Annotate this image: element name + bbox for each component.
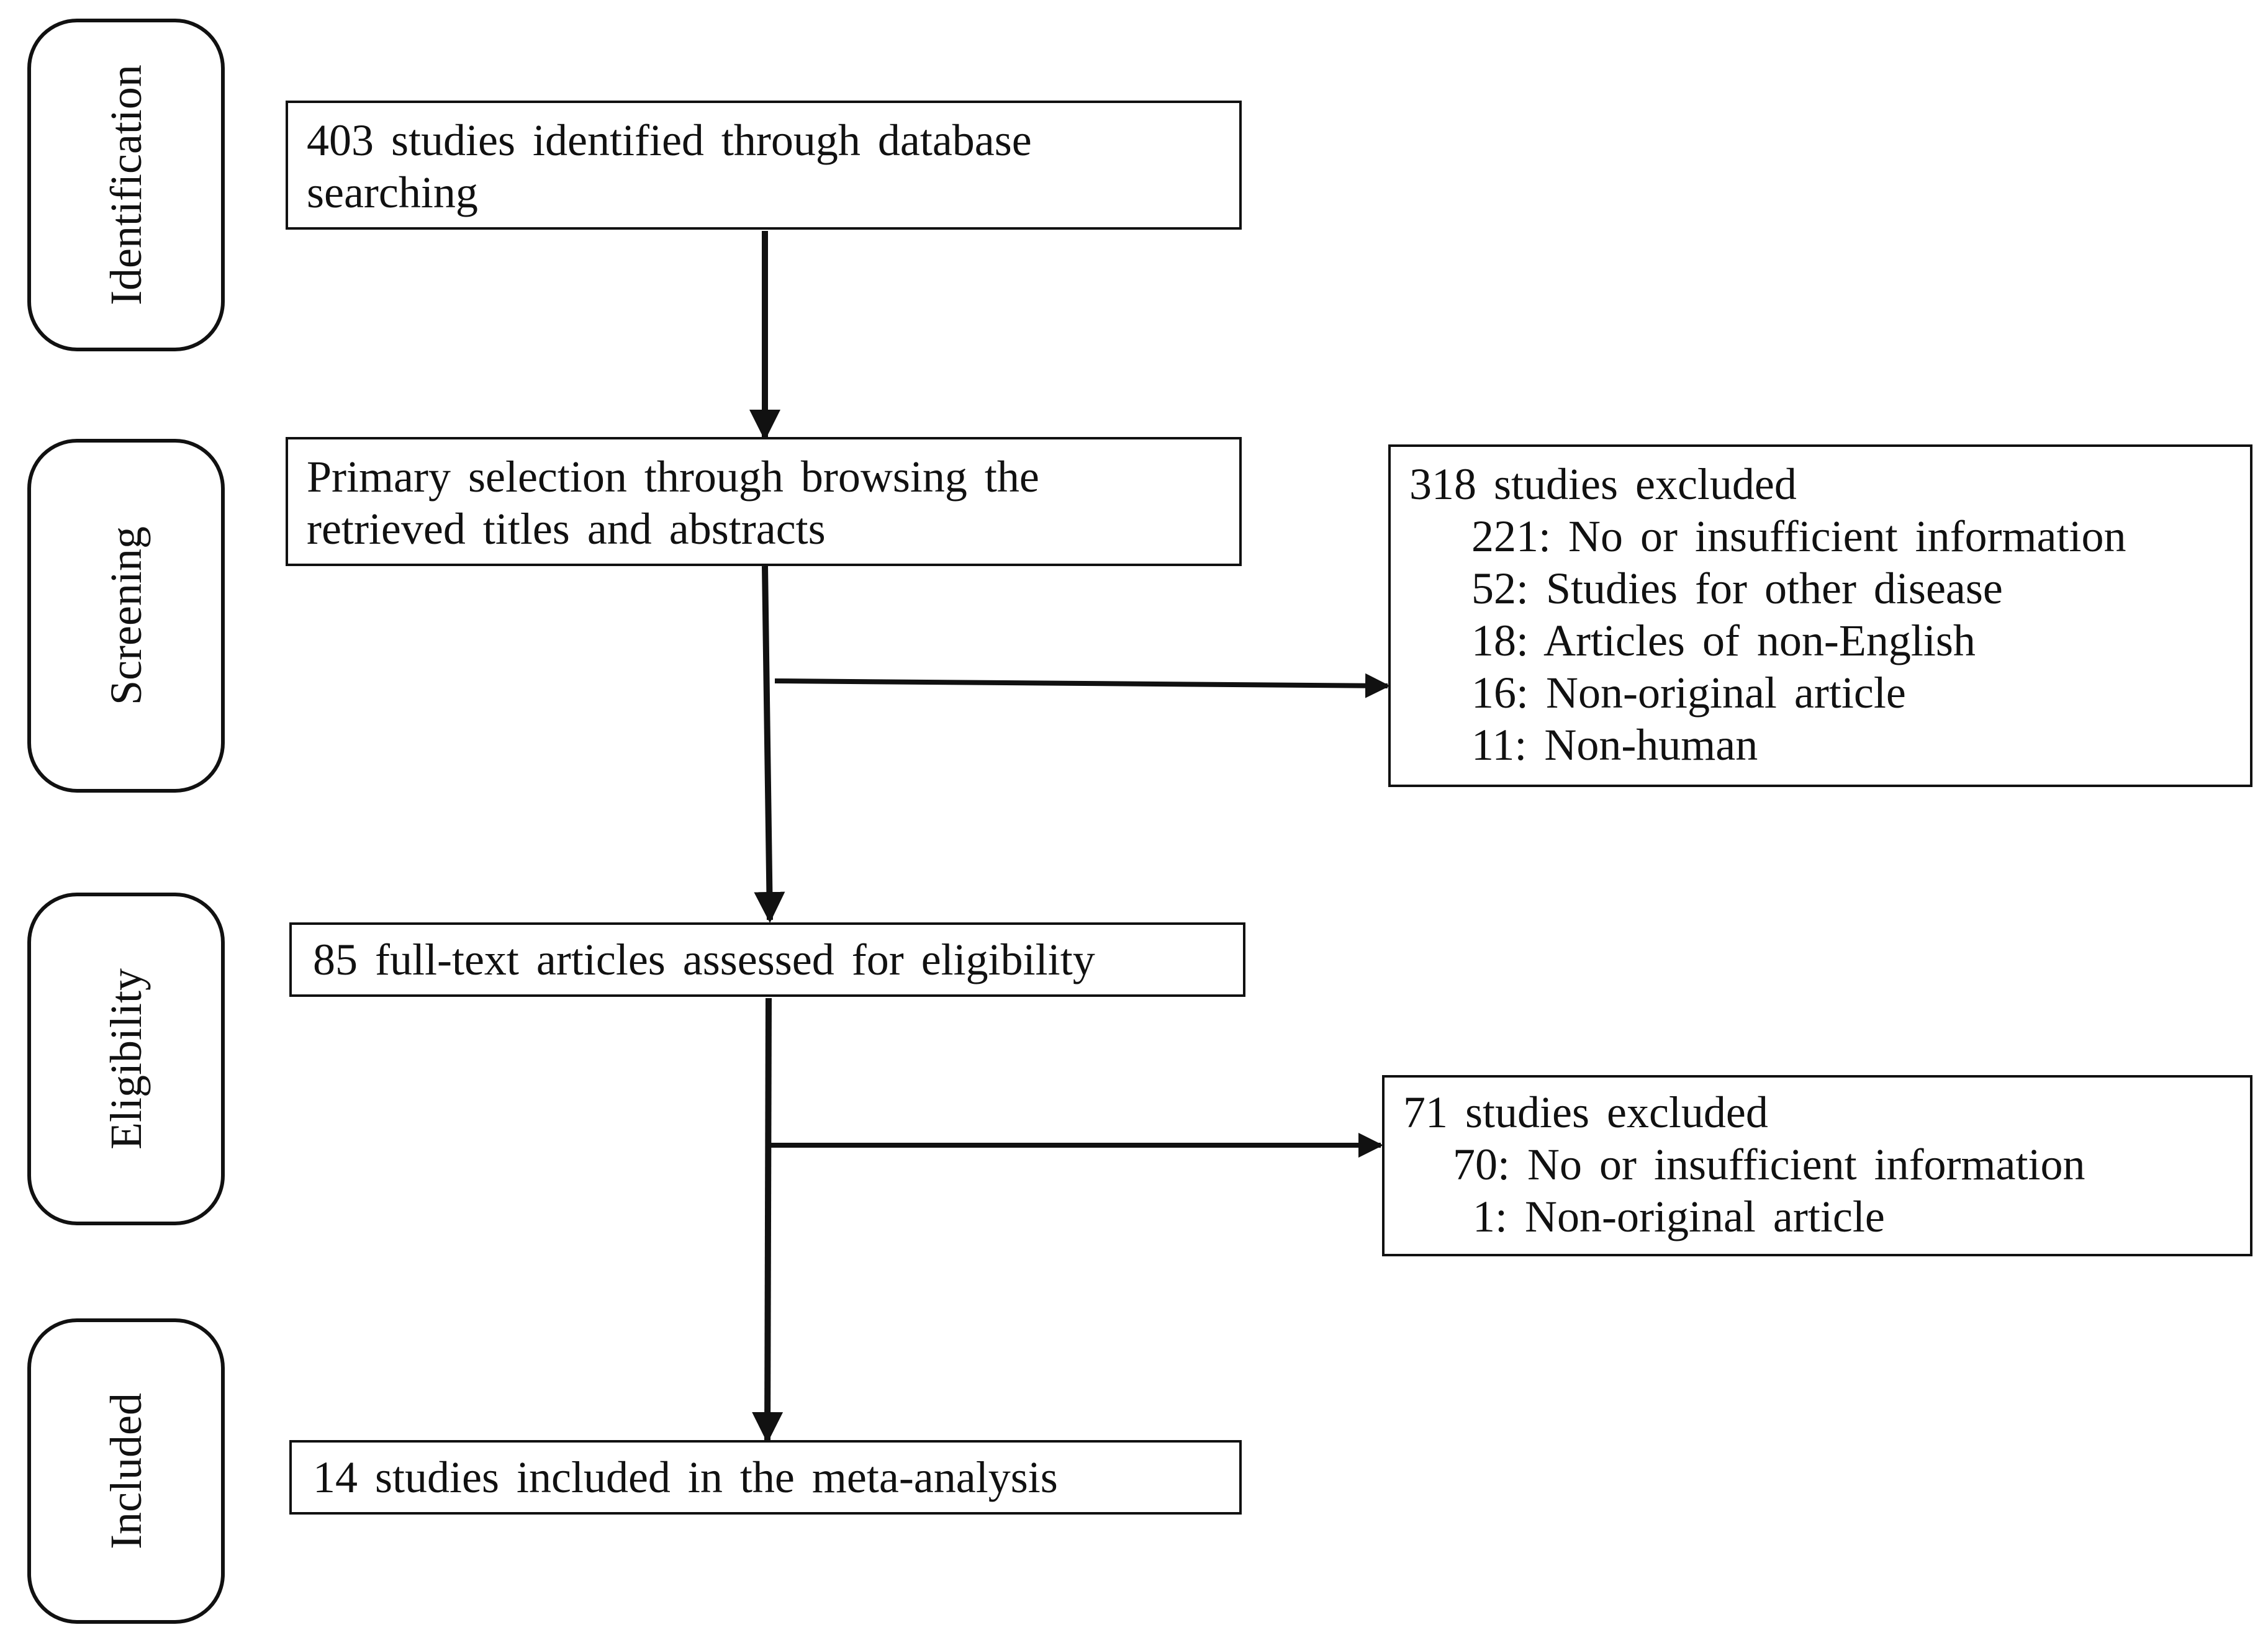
stage-label-screening: Screening [101, 526, 151, 705]
identified-line-1: 403 studies identified through database [307, 115, 1032, 165]
box-eligibility: 85 full-text articles assessed for eligi… [289, 922, 1245, 997]
included-line-1: 14 studies included in the meta-analysis [313, 1452, 1058, 1502]
stage-identification: Identification [27, 19, 225, 351]
eligibility-exclusions-title: 71 studies excluded [1403, 1087, 1768, 1137]
box-screening-exclusions: 318 studies excluded 221: No or insuffic… [1388, 444, 2252, 787]
stage-eligibility: Eligibility [27, 893, 225, 1225]
stage-screening: Screening [27, 439, 225, 793]
screening-exclusion-item: 221: No or insufficient information [1471, 511, 2126, 561]
arrow-eligibility-to-included [752, 997, 784, 1443]
stage-included: Included [27, 1318, 225, 1624]
box-identified: 403 studies identified through database … [286, 101, 1242, 230]
screened-line-1: Primary selection through browsing the [307, 452, 1039, 502]
screening-exclusion-item: 18: Articles of non-English [1471, 616, 1976, 665]
arrow-to-screening-exclusions [774, 673, 1390, 698]
screening-exclusion-item: 11: Non-human [1471, 720, 1758, 770]
eligibility-line-1: 85 full-text articles assessed for eligi… [313, 935, 1095, 984]
box-included: 14 studies included in the meta-analysis [289, 1440, 1242, 1515]
screening-exclusions-title: 318 studies excluded [1409, 459, 1797, 509]
screened-line-2: retrieved titles and abstracts [307, 504, 826, 554]
identified-line-2: searching [307, 168, 478, 217]
arrow-screened-to-eligibility [754, 565, 785, 923]
eligibility-exclusion-item: 1: Non-original article [1473, 1192, 1885, 1241]
box-screened: Primary selection through browsing the r… [286, 437, 1242, 566]
stage-label-eligibility: Eligibility [101, 968, 151, 1150]
box-eligibility-exclusions: 71 studies excluded 70: No or insufficie… [1382, 1075, 2252, 1256]
stage-label-identification: Identification [101, 65, 151, 305]
screening-exclusion-item: 52: Studies for other disease [1471, 564, 2003, 613]
eligibility-exclusion-item: 70: No or insufficient information [1453, 1140, 2085, 1189]
stage-label-included: Included [101, 1393, 151, 1549]
screening-exclusion-item: 16: Non-original article [1471, 668, 1906, 718]
